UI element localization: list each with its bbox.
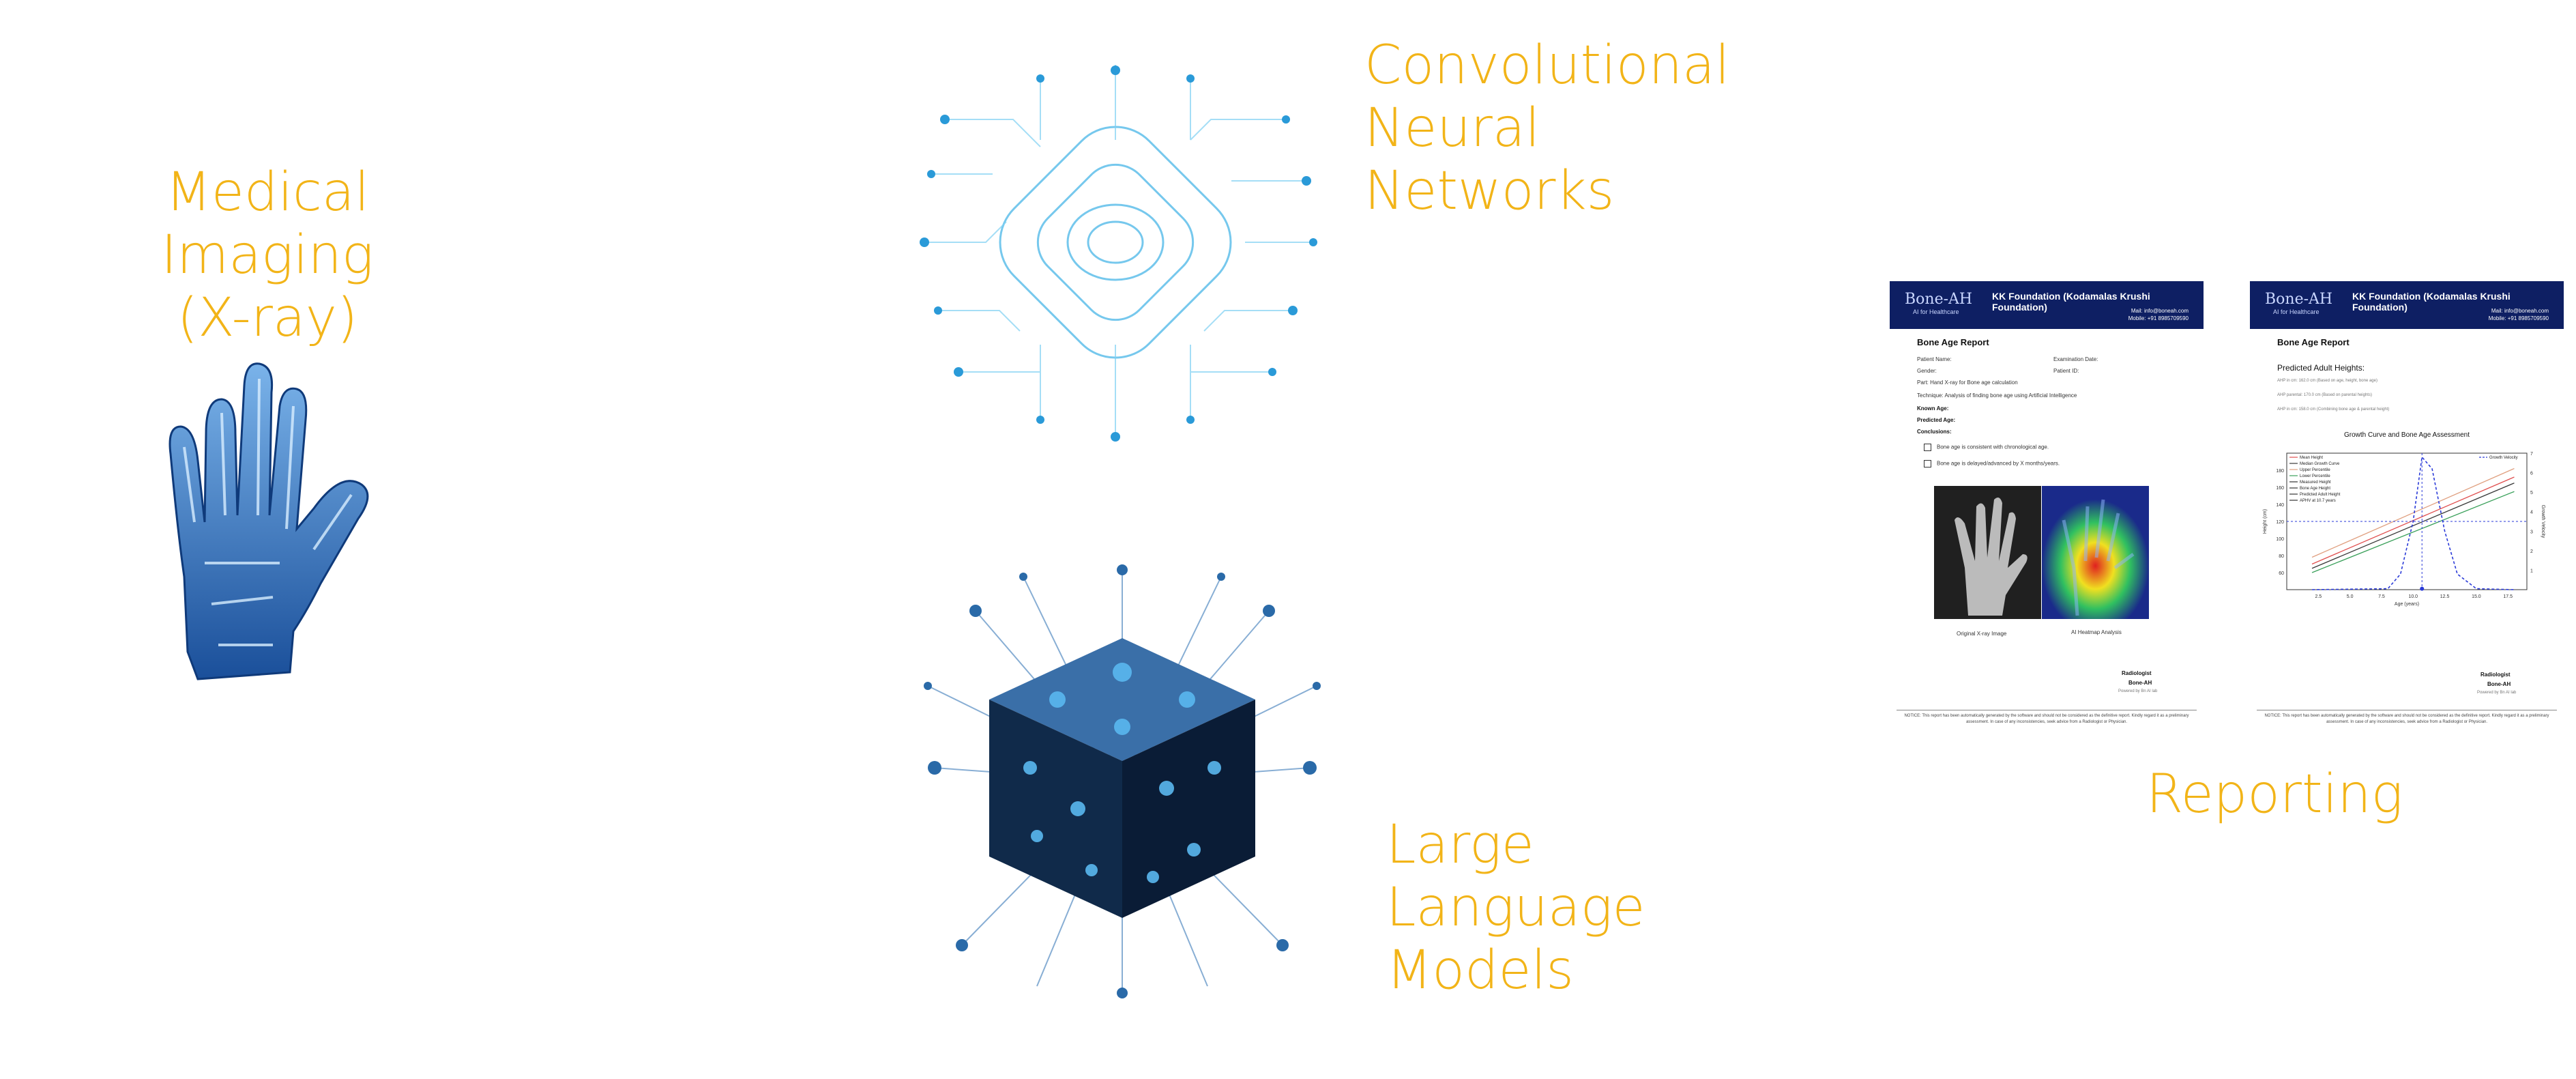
x-axis-label: Age (years): [2395, 602, 2419, 607]
report-page-1: Bone-AH AI for Healthcare KK Foundation …: [1890, 281, 2204, 725]
footer-notice: NOTICE: This report has been automatical…: [2264, 714, 2549, 724]
x-tick-label: 12.5: [2440, 594, 2450, 599]
y2-tick-label: 3: [2530, 530, 2533, 534]
predicted-age: Predicted Age:: [1917, 417, 1956, 423]
powered-by: Powered by Bn AI lab: [2118, 689, 2158, 693]
x-tick-label: 15.0: [2472, 594, 2481, 599]
y2-tick-label: 2: [2530, 549, 2533, 554]
series-line: [2312, 455, 2515, 590]
radiologist-label: Radiologist: [2122, 670, 2152, 676]
ahp-line-1: AHP in cm: 162.0 cm (Based on age, heigh…: [2277, 379, 2377, 383]
contact-info: Mail: info@boneah.com Mobile: +91 898570…: [2128, 308, 2189, 321]
report-page-2: Bone-AH AI for Healthcare KK Foundation …: [2250, 281, 2564, 725]
bone-ah-logo: Bone-AH: [2265, 291, 2333, 308]
series-line: [2311, 467, 2515, 558]
legend-entry: Predicted Adult Height: [2300, 493, 2341, 497]
y2-tick-label: 1: [2530, 569, 2533, 573]
report-header: Bone-AH AI for Healthcare KK Foundation …: [1890, 281, 2204, 329]
legend-entry: Median Growth Curve: [2300, 462, 2340, 466]
y2-axis-label: Growth Velocity: [2541, 505, 2545, 538]
bone-ah-logo: Bone-AH: [1905, 291, 1973, 308]
x-tick-label: 2.5: [2315, 594, 2322, 599]
y-tick-label: 80: [2279, 554, 2284, 559]
x-tick-label: 5.0: [2347, 594, 2354, 599]
technique-line: Technique: Analysis of finding bone age …: [1917, 392, 2077, 399]
growth-chart: Growth Curve and Bone Age Assessment 2.5 5…: [2263, 431, 2545, 607]
y-tick-label: 100: [2276, 537, 2284, 542]
x-tick-label: 7.5: [2378, 594, 2385, 599]
label-reporting: Reporting: [2146, 764, 2403, 825]
checkbox-icon: [1924, 444, 1931, 451]
patient-id: Patient ID:: [2053, 368, 2079, 374]
legend-entry: APHV at 10.7 years: [2300, 499, 2336, 503]
series-line: [2311, 491, 2515, 573]
caption-heatmap: AI Heatmap Analysis: [2071, 629, 2122, 635]
exam-date: Examination Date:: [2053, 356, 2098, 362]
predicted-heights-heading: Predicted Adult Heights:: [2277, 363, 2365, 373]
legend-entry: Bone Age Height: [2300, 487, 2330, 491]
contact-info: Mail: info@boneah.com Mobile: +91 898570…: [2488, 308, 2549, 321]
organization-name: KK Foundation (Kodamalas Krushi Foundati…: [2352, 291, 2511, 313]
caption-original-xray: Original X-ray Image: [1957, 631, 2007, 637]
powered-by: Powered by Bn AI lab: [2477, 691, 2517, 695]
legend-entry: Lower Percentile: [2300, 474, 2330, 478]
y2-tick-label: 6: [2530, 472, 2533, 476]
checkbox-consistent: Bone age is consistent with chronologica…: [1924, 444, 2049, 451]
y2-tick-label: 7: [2530, 452, 2533, 457]
patient-name: Patient Name:: [1917, 356, 1952, 362]
y-tick-label: 60: [2279, 571, 2284, 576]
y-tick-label: 180: [2276, 469, 2284, 474]
chart-title: Growth Curve and Bone Age Assessment: [2344, 431, 2470, 439]
aphv-marker: [2420, 586, 2425, 591]
checkbox-icon: [1924, 460, 1931, 467]
legend-entry: Upper Percentile: [2300, 468, 2330, 472]
conclusions: Conclusions:: [1917, 429, 1952, 435]
ahp-line-2: AHP parental: 170.0 cm (Based on parenta…: [2277, 393, 2372, 397]
y-tick-label: 160: [2276, 486, 2284, 491]
logo-subtitle: AI for Healthcare: [1913, 308, 1959, 315]
y-tick-label: 140: [2276, 503, 2284, 508]
checkbox-delayed: Bone age is delayed/advanced by X months…: [1924, 460, 2060, 467]
label-medical-imaging: Medical Imaging (X-ray): [161, 162, 374, 349]
label-llm: Large Language Models: [1386, 814, 1645, 1001]
y-axis-label: Height (cm): [2263, 509, 2268, 534]
report-header: Bone-AH AI for Healthcare KK Foundation …: [2250, 281, 2564, 329]
xray-hand-image: [169, 362, 369, 680]
logo-subtitle: AI for Healthcare: [2273, 308, 2319, 315]
organization-name: KK Foundation (Kodamalas Krushi Foundati…: [1992, 291, 2150, 313]
y2-tick-label: 4: [2530, 510, 2533, 515]
legend-entry: Growth Velocity: [2489, 456, 2518, 460]
ahp-line-3: AHP in cm: 158.0 cm (Combining bone age …: [2277, 407, 2390, 412]
y-tick-label: 120: [2276, 520, 2284, 525]
legend-entry: Measured Height: [2300, 480, 2331, 485]
y2-tick-label: 5: [2530, 491, 2533, 495]
xray-and-heatmap-images: [1934, 486, 2149, 619]
checkbox-label: Bone age is delayed/advanced by X months…: [1937, 460, 2060, 467]
series-line: [2311, 483, 2515, 569]
signature-name: Bone-AH: [2487, 681, 2511, 687]
llm-cube-image: [924, 564, 1321, 998]
part-line: Part: Hand X-ray for Bone age calculatio…: [1917, 379, 2018, 386]
x-tick-label: 17.5: [2503, 594, 2513, 599]
report-title: Bone Age Report: [2277, 337, 2350, 347]
footer-notice: NOTICE: This report has been automatical…: [1904, 714, 2189, 724]
radiologist-label: Radiologist: [2480, 672, 2511, 678]
known-age: Known Age:: [1917, 405, 1949, 412]
report-title: Bone Age Report: [1917, 337, 1989, 347]
x-tick-label: 10.0: [2408, 594, 2418, 599]
label-cnn: Convolutional Neural Networks: [1364, 35, 1730, 222]
gender: Gender:: [1917, 368, 1937, 374]
cnn-circuit-image: [920, 65, 1317, 442]
signature-name: Bone-AH: [2128, 680, 2152, 686]
legend-entry: Mean Height: [2300, 456, 2323, 460]
checkbox-label: Bone age is consistent with chronologica…: [1937, 444, 2049, 450]
